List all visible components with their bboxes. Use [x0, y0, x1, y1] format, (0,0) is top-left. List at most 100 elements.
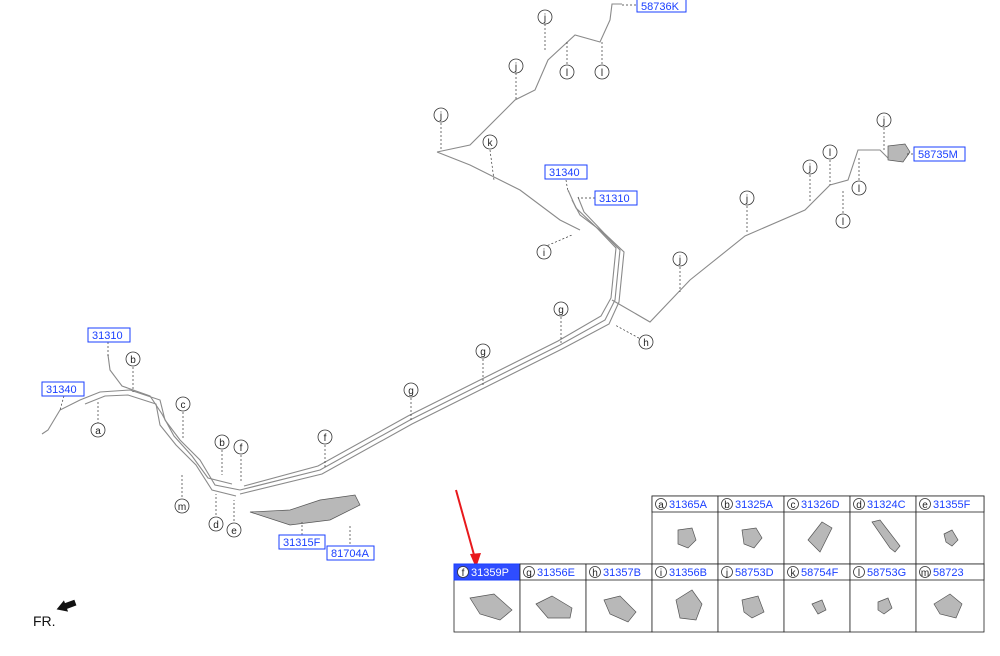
callout-d: d	[208, 516, 224, 532]
callout-j: j	[739, 190, 755, 206]
callout-a: a	[90, 422, 106, 438]
svg-text:g: g	[558, 305, 564, 316]
table-cell-h[interactable]: h 31357B	[585, 563, 653, 633]
svg-text:a: a	[95, 426, 101, 437]
callout-h: h	[638, 334, 654, 350]
callout-j: j	[802, 159, 818, 175]
table-cell-b[interactable]: b 31325A	[717, 495, 785, 565]
callout-j: j	[537, 9, 553, 25]
callouts: j j l l j k i g g g f h j j j l l l j a …	[90, 9, 892, 538]
part-number-31315F[interactable]: 31315F	[278, 534, 326, 550]
table-row-1: a 31365A b 31325A c 31326D	[651, 495, 985, 565]
callout-j: j	[433, 107, 449, 123]
svg-text:j: j	[543, 13, 546, 24]
table-cell-a[interactable]: a 31365A	[651, 495, 719, 565]
callout-k: k	[482, 134, 498, 150]
part-number-31340-left[interactable]: 31340	[41, 381, 85, 397]
part-number-31310-top[interactable]: 31310	[594, 190, 638, 206]
svg-text:j: j	[882, 116, 885, 127]
svg-text:j: j	[745, 194, 748, 205]
svg-text:k: k	[488, 138, 494, 149]
svg-text:58754F: 58754F	[801, 567, 839, 579]
table-cell-c[interactable]: c 31326D	[783, 495, 851, 565]
front-direction-marker: FR.	[33, 599, 77, 629]
svg-text:c: c	[791, 500, 796, 511]
svg-text:31326D: 31326D	[801, 499, 840, 511]
table-cell-f[interactable]: f 31359P	[453, 563, 521, 633]
svg-text:l: l	[858, 184, 860, 195]
svg-text:l: l	[601, 68, 603, 79]
callout-l: l	[594, 64, 610, 80]
svg-text:j: j	[725, 568, 728, 579]
svg-text:e: e	[231, 526, 237, 537]
svg-text:h: h	[592, 568, 598, 579]
svg-text:d: d	[856, 500, 862, 511]
svg-text:31357B: 31357B	[603, 567, 641, 579]
callout-j: j	[672, 251, 688, 267]
svg-text:g: g	[408, 386, 414, 397]
part-number-81704A[interactable]: 81704A	[326, 545, 375, 561]
svg-text:b: b	[219, 438, 225, 449]
svg-text:31310: 31310	[599, 193, 630, 205]
svg-text:31340: 31340	[549, 167, 580, 179]
leader-lines	[59, 4, 913, 548]
svg-text:l: l	[842, 217, 844, 228]
part-number-31340-top[interactable]: 31340	[544, 164, 588, 180]
callout-b: b	[125, 351, 141, 367]
callout-j: j	[876, 112, 892, 128]
svg-text:e: e	[922, 500, 928, 511]
svg-text:l: l	[566, 68, 568, 79]
svg-text:m: m	[921, 568, 929, 579]
svg-text:58723: 58723	[933, 567, 964, 579]
svg-text:31359P: 31359P	[471, 567, 509, 579]
svg-text:l: l	[829, 148, 831, 159]
callout-g: g	[403, 382, 419, 398]
callout-c: c	[175, 396, 191, 412]
svg-text:h: h	[643, 338, 649, 349]
svg-text:58735M: 58735M	[918, 149, 958, 161]
table-cell-m[interactable]: m 58723	[915, 563, 985, 633]
parts-table: a 31365A b 31325A c 31326D	[453, 495, 985, 633]
table-cell-d[interactable]: d 31324C	[849, 495, 917, 565]
table-cell-e[interactable]: e 31355F	[915, 495, 985, 565]
table-cell-i[interactable]: i 31356B	[651, 563, 719, 633]
callout-b: b	[214, 434, 230, 450]
svg-text:j: j	[439, 111, 442, 122]
callout-g: g	[553, 301, 569, 317]
svg-text:31324C: 31324C	[867, 499, 906, 511]
table-cell-l[interactable]: l 58753G	[849, 563, 917, 633]
table-cell-k[interactable]: k 58754F	[783, 563, 851, 633]
svg-text:58753D: 58753D	[735, 567, 774, 579]
svg-text:m: m	[178, 502, 186, 513]
part-number-58736K[interactable]: 58736K	[636, 0, 687, 13]
table-cell-j[interactable]: j 58753D	[717, 563, 785, 633]
fuel-lines	[41, 3, 911, 526]
callout-l: l	[835, 213, 851, 229]
part-number-58735M[interactable]: 58735M	[913, 146, 966, 162]
callout-f: f	[317, 429, 333, 445]
callout-l: l	[851, 180, 867, 196]
table-cell-g[interactable]: g 31356E	[519, 563, 587, 633]
part-number-31310-left[interactable]: 31310	[87, 327, 131, 343]
svg-text:b: b	[724, 500, 730, 511]
svg-text:58736K: 58736K	[641, 1, 680, 13]
svg-text:i: i	[660, 568, 662, 579]
svg-text:f: f	[324, 433, 327, 444]
svg-text:b: b	[130, 355, 136, 366]
svg-text:31356B: 31356B	[669, 567, 707, 579]
callout-m: m	[174, 498, 190, 514]
callout-e: e	[226, 522, 242, 538]
callout-g: g	[475, 343, 491, 359]
svg-text:c: c	[181, 400, 186, 411]
callout-j: j	[508, 58, 524, 74]
svg-text:31355F: 31355F	[933, 499, 971, 511]
svg-text:31325A: 31325A	[735, 499, 774, 511]
svg-text:i: i	[543, 248, 545, 259]
svg-text:31340: 31340	[46, 384, 77, 396]
svg-text:j: j	[808, 163, 811, 174]
table-row-2: f 31359P g 31356E h 31357B	[453, 563, 985, 633]
svg-text:f: f	[240, 443, 243, 454]
callout-l: l	[559, 64, 575, 80]
svg-text:g: g	[480, 347, 486, 358]
